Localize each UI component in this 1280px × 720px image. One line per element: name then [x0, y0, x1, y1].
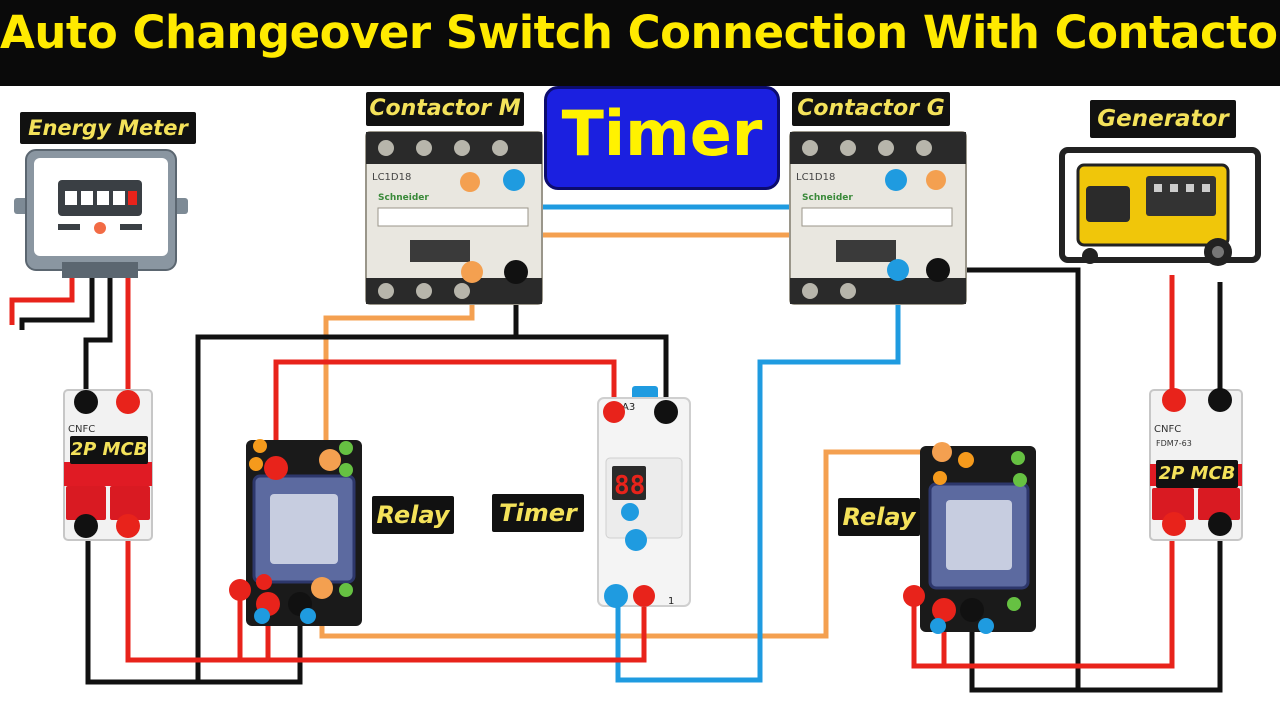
contactor-g: LC1D18 Schneider: [789, 131, 967, 305]
black-wire-contactor-m: [195, 272, 519, 685]
timer-label: Timer: [492, 494, 584, 532]
page-title: Auto Changeover Switch Connection With C…: [0, 6, 1280, 59]
contactor-m: LC1D18 Schneider: [365, 131, 543, 305]
red-wire-relay-timer: [273, 359, 617, 458]
timer-terminal-label: 1: [668, 596, 674, 607]
energy-meter: [14, 149, 188, 278]
timer-display: 88: [614, 471, 645, 501]
timer-terminal-label: A3: [622, 402, 635, 413]
black-wire-timer: [198, 334, 669, 412]
red-wire-meter-1: [9, 275, 75, 325]
relay-left-label: Relay: [372, 496, 454, 534]
contactor-brand-label: Schneider: [378, 193, 429, 203]
mcb-right-label: 2P MCB: [1156, 460, 1238, 488]
blue-wire-contactor-g-timer: [615, 272, 901, 683]
mcb-brand-label: CNFC: [68, 424, 95, 435]
contactor-m-label: Contactor M: [366, 92, 524, 126]
mcb-left: CNFC: [63, 389, 153, 541]
black-wire-mcb-right: [1078, 524, 1223, 693]
relay-left: [229, 439, 362, 626]
mcb-brand-label: CNFC: [1154, 424, 1181, 435]
timer-badge-text: Timer: [561, 97, 763, 170]
mcb-model-label: FDM7-63: [1156, 439, 1192, 448]
generator-label: Generator: [1090, 100, 1236, 138]
contactor-model-label: LC1D18: [372, 172, 411, 183]
black-wire-mcb-left: [85, 524, 198, 685]
relay-right: [903, 442, 1036, 634]
red-wire-mcb-left: [125, 524, 271, 663]
red-wire-timer-relay: [268, 596, 647, 663]
red-wire-relay-right: [911, 596, 944, 669]
contactor-g-label: Contactor G: [792, 92, 950, 126]
contactor-brand-label: Schneider: [802, 193, 853, 203]
contactor-model-label: LC1D18: [796, 172, 835, 183]
timer-module: A3 88 1: [597, 386, 691, 608]
red-wires: [9, 275, 1175, 669]
black-wire-meter-2: [83, 275, 113, 400]
generator: [1059, 147, 1261, 266]
title-bar: Auto Changeover Switch Connection With C…: [0, 0, 1280, 86]
red-wire-mcb-right: [941, 524, 1175, 669]
mcb-left-label: 2P MCB: [70, 436, 148, 464]
timer-badge: Timer: [544, 86, 780, 190]
energy-meter-label: Energy Meter: [20, 112, 196, 144]
black-wire-meter-1: [19, 275, 95, 330]
relay-right-label: Relay: [838, 498, 920, 536]
